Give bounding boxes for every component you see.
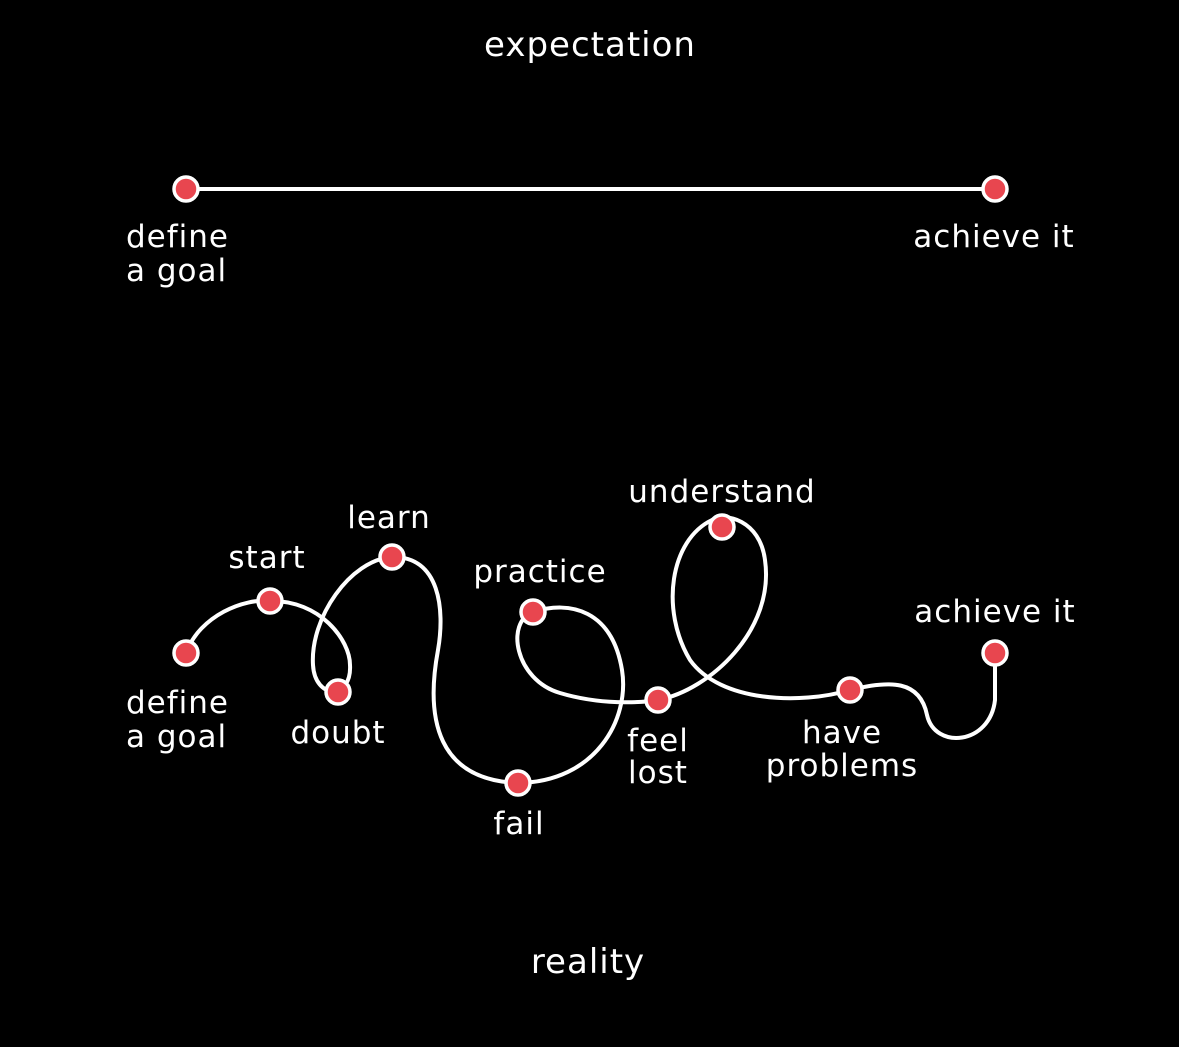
reality-label-have-problems-line2: problems: [766, 748, 918, 784]
reality-label-practice: practice: [473, 554, 606, 590]
reality-label-doubt: doubt: [290, 715, 385, 751]
expectation-start-label-line1: define: [126, 219, 229, 255]
reality-node-fail: [504, 769, 532, 797]
reality-label-achieve: achieve it: [914, 594, 1075, 630]
reality-node-achieve: [981, 639, 1009, 667]
reality-label-understand: understand: [628, 474, 815, 510]
reality-label-learn: learn: [347, 500, 431, 536]
reality-label-define-line2: a goal: [126, 719, 227, 755]
reality-node-doubt: [324, 678, 352, 706]
expectation-start-label-line2: a goal: [126, 253, 227, 289]
reality-node-feel-lost: [644, 686, 672, 714]
reality-node-practice: [519, 598, 547, 626]
reality-node-define-goal: [172, 639, 200, 667]
reality-node-learn: [378, 543, 406, 571]
reality-label-feel-lost-line2: lost: [628, 755, 688, 791]
reality-title: reality: [531, 942, 645, 982]
reality-label-feel-lost-line1: feel: [627, 723, 689, 759]
expectation-start-node: [172, 175, 200, 203]
reality-label-have-problems-line1: have: [802, 715, 882, 751]
reality-label-fail: fail: [493, 806, 544, 842]
expectation-end-label: achieve it: [913, 219, 1074, 255]
reality-node-have-problems: [836, 676, 864, 704]
reality-label-start: start: [228, 540, 305, 576]
reality-node-start: [256, 587, 284, 615]
reality-label-define-line1: define: [126, 685, 229, 721]
reality-node-understand: [708, 513, 736, 541]
expectation-end-node: [981, 175, 1009, 203]
expectation-title: expectation: [484, 25, 696, 65]
